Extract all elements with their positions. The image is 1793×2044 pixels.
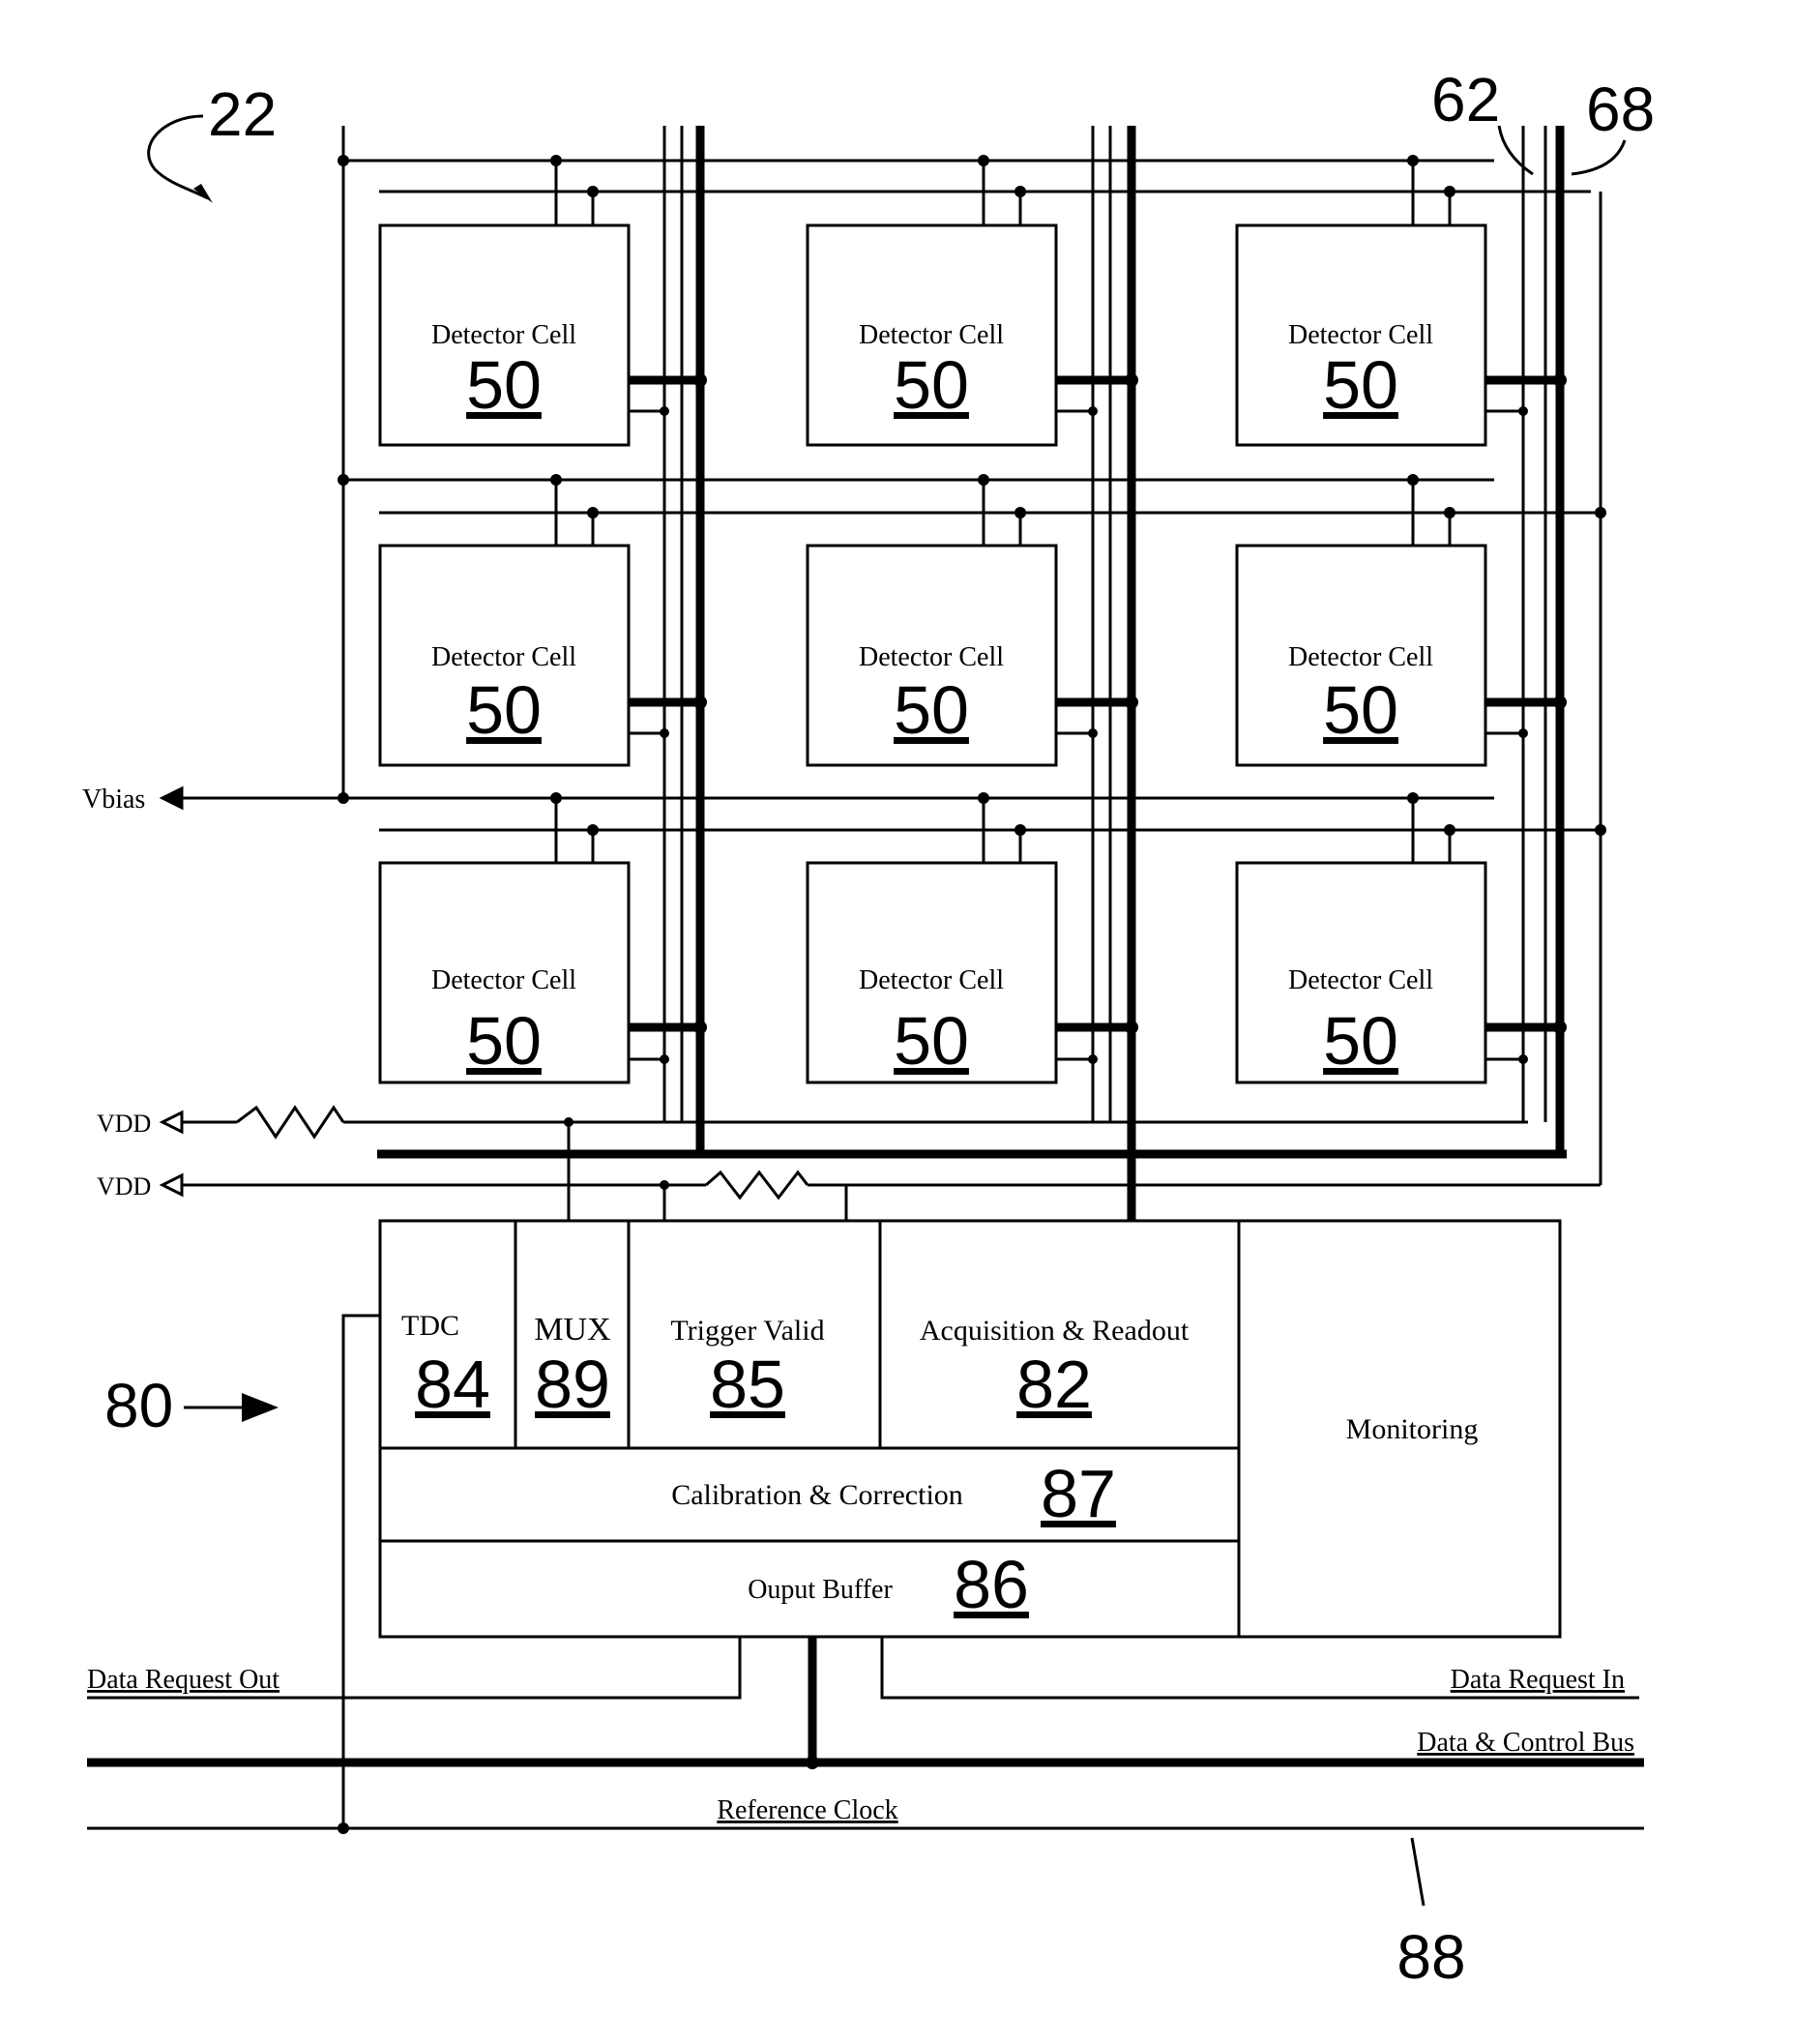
calibration-correction-number: 87 [1041, 1456, 1116, 1531]
ref-leader-62 [1499, 126, 1533, 174]
detector-cell-number: 50 [894, 1003, 969, 1079]
detector-cell[interactable]: Detector Cell 50 [1237, 546, 1485, 765]
vdd-bottom-label: VDD [97, 1172, 151, 1200]
detector-cell[interactable]: Detector Cell 50 [1237, 225, 1485, 445]
detector-cell-number: 50 [466, 672, 542, 748]
detector-cell-number: 50 [1323, 1003, 1398, 1079]
vbias-arrow-icon [162, 788, 182, 808]
ref-numeral-circuit: 80 [104, 1371, 173, 1440]
detector-cell-number: 50 [894, 347, 969, 423]
vdd-top-arrow-icon [162, 1112, 182, 1132]
detector-cell-number: 50 [466, 1003, 542, 1079]
ref-numeral-wire-b: 68 [1586, 74, 1655, 144]
ref-arrowhead-circuit [242, 1393, 279, 1422]
ref-numeral-clock-line: 88 [1396, 1922, 1465, 1992]
data-control-bus-label: Data & Control Bus [1417, 1728, 1634, 1758]
reference-clock-label: Reference Clock [717, 1795, 897, 1825]
detector-cell-label: Detector Cell [431, 320, 576, 350]
detector-cell-label: Detector Cell [859, 642, 1004, 672]
detector-cell-number: 50 [1323, 672, 1398, 748]
supply-labels: Vbias VDD VDD [82, 785, 182, 1200]
detector-cell-label: Detector Cell [859, 320, 1004, 350]
detector-cell-number: 50 [1323, 347, 1398, 423]
vdd-top-label: VDD [97, 1110, 151, 1138]
detector-cell[interactable]: Detector Cell 50 [808, 863, 1056, 1082]
detector-cell[interactable]: Detector Cell 50 [380, 546, 629, 765]
detector-cell-label: Detector Cell [1288, 320, 1433, 350]
tdc-label: TDC [401, 1310, 459, 1342]
detector-cell-label: Detector Cell [431, 642, 576, 672]
ref-numeral-wire-a: 62 [1431, 65, 1500, 134]
detector-cell-label: Detector Cell [431, 965, 576, 995]
mux-label: MUX [534, 1312, 610, 1348]
mux-block[interactable]: MUX 89 [534, 1312, 610, 1422]
vbias-label: Vbias [82, 785, 145, 815]
data-request-out-label: Data Request Out [87, 1665, 279, 1695]
detector-cell[interactable]: Detector Cell 50 [380, 863, 629, 1082]
supply-drops [569, 1122, 846, 1221]
detector-cell[interactable]: Detector Cell 50 [380, 225, 629, 445]
acquisition-readout-label: Acquisition & Readout [920, 1315, 1190, 1347]
output-buffer-number: 86 [954, 1547, 1029, 1622]
ref-leader-68 [1572, 140, 1625, 174]
calibration-correction-label: Calibration & Correction [671, 1479, 963, 1511]
acquisition-readout-number: 82 [1016, 1347, 1092, 1422]
ref-numeral-array: 22 [208, 79, 277, 149]
trigger-valid-label: Trigger Valid [670, 1315, 824, 1347]
tdc-number: 84 [415, 1347, 490, 1422]
detector-cell-grid: Detector Cell 50 Detector Cell 50 Detect… [380, 225, 1485, 1082]
data-request-in-label: Data Request In [1451, 1665, 1625, 1695]
output-buffer-label: Ouput Buffer [748, 1575, 893, 1605]
monitoring-label: Monitoring [1346, 1413, 1479, 1445]
mux-number: 89 [535, 1347, 610, 1422]
detector-cell[interactable]: Detector Cell 50 [808, 546, 1056, 765]
readout-circuit: Monitoring TDC 84 MUX 89 Trigger Valid 8… [380, 1221, 1560, 1637]
detector-cell[interactable]: Detector Cell 50 [808, 225, 1056, 445]
detector-cell-label: Detector Cell [1288, 642, 1433, 672]
detector-cell-label: Detector Cell [1288, 965, 1433, 995]
detector-cell-number: 50 [894, 672, 969, 748]
detector-cell[interactable]: Detector Cell 50 [1237, 863, 1485, 1082]
detector-cell-label: Detector Cell [859, 965, 1004, 995]
vdd-bottom-arrow-icon [162, 1175, 182, 1195]
trigger-valid-number: 85 [710, 1347, 785, 1422]
detector-cell-number: 50 [466, 347, 542, 423]
